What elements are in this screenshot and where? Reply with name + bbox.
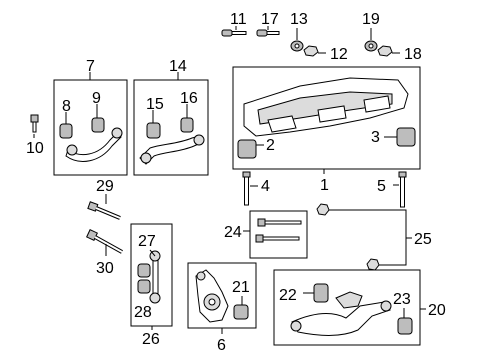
nut-25a: [316, 203, 330, 216]
callout-8: 8: [62, 98, 71, 115]
callout-23: 23: [393, 291, 411, 308]
knuckle-6: [195, 269, 229, 323]
callout-10: 10: [26, 140, 44, 157]
callout-25: 25: [414, 231, 432, 248]
callout-21: 21: [232, 279, 250, 296]
callout-12: 12: [330, 46, 348, 63]
callout-13: 13: [290, 11, 308, 28]
callout-29: 29: [96, 178, 114, 195]
bushing-28: [137, 279, 151, 294]
bushing-23: [397, 308, 413, 335]
callout-27: 27: [138, 233, 156, 250]
bolt-30: [86, 229, 123, 256]
toe-link-14: [139, 134, 205, 165]
callout-7: 7: [86, 58, 95, 75]
bolt-24b: [255, 234, 300, 243]
box-14: [133, 79, 209, 176]
upper-arm-7: [65, 127, 123, 162]
bolt-11: [221, 26, 247, 37]
callout-24: 24: [224, 224, 242, 241]
callout-3: 3: [371, 129, 380, 146]
callout-30: 30: [96, 260, 114, 277]
bushing-16: [180, 104, 194, 133]
callout-19: 19: [362, 11, 380, 28]
bolt-29: [87, 194, 121, 220]
callout-11: 11: [230, 11, 247, 28]
callout-9: 9: [92, 90, 101, 107]
bolt-17: [256, 26, 280, 37]
bolt-24a: [257, 218, 302, 227]
callout-16: 16: [180, 90, 198, 107]
bushing-27: [137, 249, 156, 278]
callout-18: 18: [404, 46, 422, 63]
bolt-4: [242, 171, 258, 206]
bolt-5: [393, 171, 407, 208]
callout-1: 1: [320, 177, 329, 194]
bolt-10: [30, 114, 39, 138]
box-24: [249, 210, 308, 259]
box-1: [232, 66, 421, 170]
callout-5: 5: [377, 178, 386, 195]
callout-15: 15: [146, 96, 164, 113]
nut-18: [377, 45, 400, 57]
callout-22: 22: [279, 287, 297, 304]
callout-4: 4: [261, 178, 270, 195]
bushing-21: [233, 296, 249, 320]
nut-12: [303, 45, 326, 57]
callout-17: 17: [261, 11, 279, 28]
callout-28: 28: [134, 304, 152, 321]
callout-14: 14: [169, 58, 187, 75]
bushing-15: [146, 110, 161, 139]
nut-25b: [366, 258, 380, 271]
box-20: [273, 269, 421, 346]
callout-6: 6: [217, 337, 226, 354]
bushing-8: [59, 112, 73, 139]
bushing-9: [91, 104, 105, 133]
crossmember-1: [237, 77, 416, 159]
lower-arm-20: [290, 291, 392, 336]
callout-2: 2: [266, 137, 275, 154]
bushing-22: [303, 283, 329, 303]
callout-26: 26: [142, 331, 160, 348]
washer-13: [290, 28, 304, 52]
callout-20: 20: [428, 302, 446, 319]
washer-19: [364, 28, 378, 52]
link-26: [149, 250, 161, 304]
